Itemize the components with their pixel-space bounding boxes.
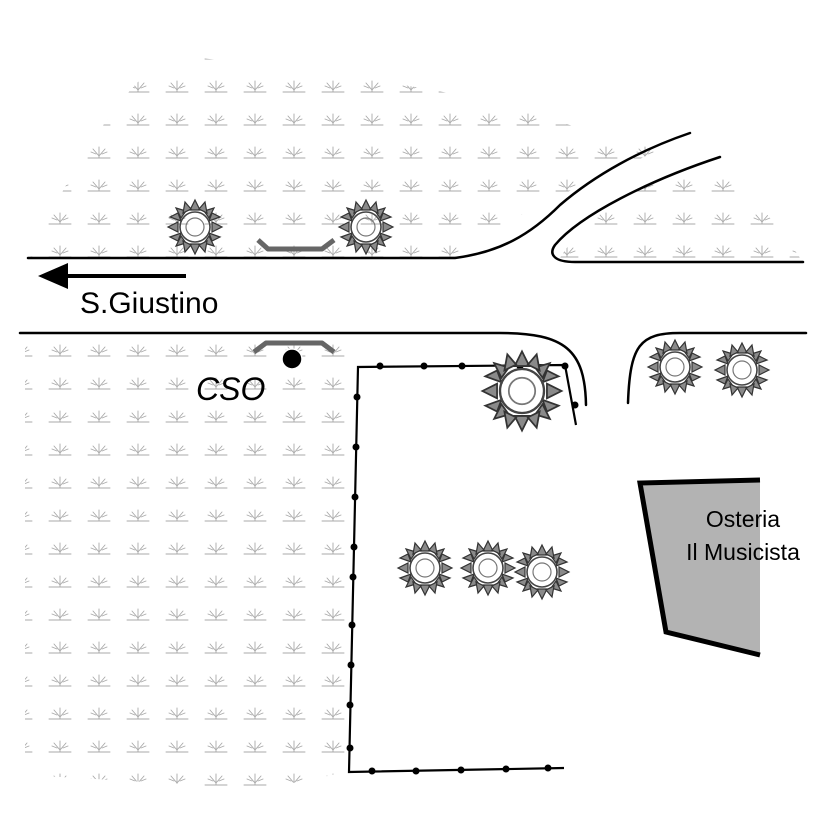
tree-icon <box>460 540 516 596</box>
marker-label: CSO <box>196 371 265 407</box>
grass-area <box>25 58 800 787</box>
marker-dot-icon[interactable] <box>281 348 303 370</box>
bench-icon <box>252 340 336 354</box>
fence <box>346 362 579 775</box>
building-name-line1: Osteria <box>706 506 780 532</box>
bench-icon <box>256 238 336 252</box>
road-lines <box>18 131 808 407</box>
arrow-left-icon <box>38 263 186 289</box>
tree-icon <box>647 339 703 395</box>
building-name-line2: Il Musicista <box>686 539 800 565</box>
direction-label: S.Giustino <box>80 287 218 320</box>
tree-icon <box>481 350 563 432</box>
tree-icon <box>714 342 770 398</box>
tree-icon <box>514 544 570 600</box>
tree-icon <box>397 540 453 596</box>
building-osteria[interactable] <box>640 480 760 655</box>
building-outline <box>637 477 761 658</box>
